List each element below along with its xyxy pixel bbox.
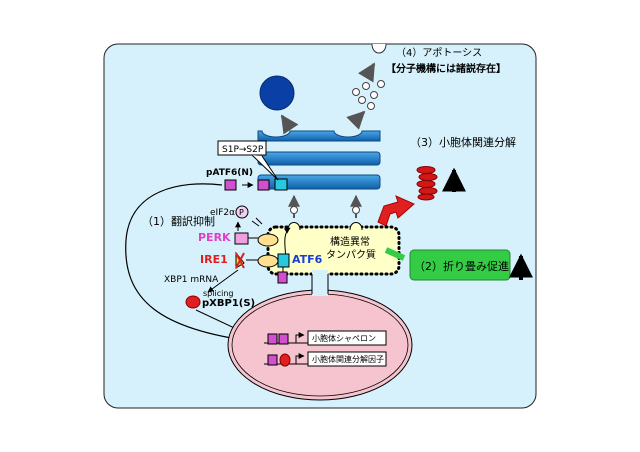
transcription-start-arrow xyxy=(295,332,305,343)
ire1-sensor-icon xyxy=(257,254,279,268)
apoptosis-note: 【分子機構には諸説存在】 xyxy=(386,62,506,75)
folding-promotion-label: （2）折り畳み促進 xyxy=(414,259,509,273)
large-vesicle-icon xyxy=(259,75,295,111)
phospho-label: P xyxy=(239,208,244,217)
er-bud-right xyxy=(349,222,363,231)
xbp1-mrna-label: XBP1 mRNA xyxy=(164,275,219,285)
eif2a-label: eIF2α- xyxy=(210,208,238,218)
patf6n-label: pATF6(N) xyxy=(206,168,253,178)
golgi-arrow-left xyxy=(280,114,299,135)
ire1-rnase-icon xyxy=(235,251,245,269)
folding-arrow xyxy=(384,247,406,261)
patf6n-box xyxy=(224,179,237,191)
perk-label: PERK xyxy=(198,231,231,244)
transport-vesicle xyxy=(352,206,360,214)
perk-kinase-icon xyxy=(234,232,249,245)
misfolded-line2: タンパク質 xyxy=(326,248,376,261)
er-degradation-label: （3）小胞体関連分解 xyxy=(410,135,516,149)
atf6-cyto-domain xyxy=(277,271,288,284)
apoptosis-arrow xyxy=(357,62,376,83)
patf6n-bound-icon xyxy=(278,333,289,345)
golgi-atf6-box xyxy=(274,178,288,191)
pxbp1s-bound-icon xyxy=(279,353,291,367)
translation-inhibition-label: （1）翻訳抑制 xyxy=(142,214,215,228)
erad-factor-label: 小胞体関連分解因子 xyxy=(312,354,384,364)
phospho-icon xyxy=(235,205,249,219)
transport-vesicle xyxy=(290,206,298,214)
chaperone-gene-box xyxy=(307,330,387,346)
patf6n-to-nucleus-arrow xyxy=(125,183,259,345)
inhibition-line xyxy=(251,220,260,227)
degradation-arrow xyxy=(377,195,415,227)
splicing-label: splicing xyxy=(203,289,233,298)
er-nucleus-gap xyxy=(312,270,328,296)
apoptosis-label: （4）アポトーシス xyxy=(396,47,482,59)
patf6n-bound-icon xyxy=(267,354,278,366)
golgi-patf6-box xyxy=(257,179,270,191)
apoptosis-vesicle xyxy=(371,43,387,54)
misfolded-line1: 構造異常 xyxy=(330,235,370,248)
splicing-arrow xyxy=(207,269,239,293)
golgi-arrow-right xyxy=(346,110,366,130)
callout-tail xyxy=(251,154,279,181)
atf6-label: ATF6 xyxy=(292,253,323,266)
inhibition-bar xyxy=(255,217,263,225)
ire1-label: IRE1 xyxy=(200,253,228,266)
patf6n-bound-icon xyxy=(267,333,278,345)
s1p-s2p-callout xyxy=(217,140,267,156)
atf6-sensor-icon xyxy=(277,253,290,268)
s1p-s2p-label: S1P→S2P xyxy=(222,145,264,155)
transcription-start-arrow xyxy=(295,353,305,364)
er-lumen xyxy=(266,225,401,276)
pxbp1s-label: pXBP1(S) xyxy=(202,298,255,309)
erad-gene-box xyxy=(307,351,387,367)
degraded-protein-icon xyxy=(416,166,438,201)
perk-sensor-icon xyxy=(257,233,279,247)
pxbp1s-icon xyxy=(185,295,201,309)
chaperone-label: 小胞体シャペロン xyxy=(312,333,376,343)
